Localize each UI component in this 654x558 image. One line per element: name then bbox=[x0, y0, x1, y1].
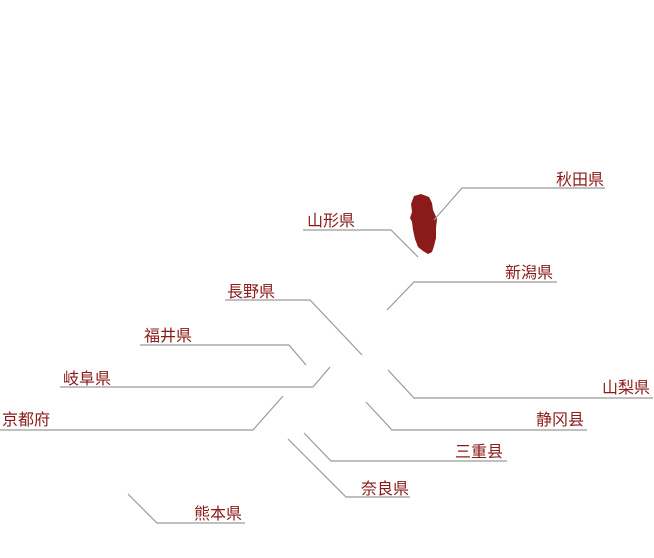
label-gifu[interactable]: 岐阜県 bbox=[63, 369, 111, 388]
leader-shizuoka bbox=[365, 401, 587, 431]
leader-niigata bbox=[386, 281, 557, 311]
leader-akita bbox=[433, 187, 605, 221]
label-nagano[interactable]: 長野県 bbox=[227, 282, 275, 301]
label-kumamoto[interactable]: 熊本県 bbox=[194, 504, 242, 523]
label-mie[interactable]: 三重县 bbox=[455, 442, 503, 461]
leader-nara bbox=[287, 438, 410, 498]
label-akita[interactable]: 秋田県 bbox=[556, 170, 604, 189]
leader-gifu bbox=[60, 366, 331, 388]
label-shizuoka[interactable]: 静冈县 bbox=[536, 410, 584, 429]
leader-kumamoto bbox=[127, 493, 245, 524]
label-kyoto[interactable]: 京都府 bbox=[2, 410, 50, 429]
leader-nagano bbox=[225, 299, 363, 356]
leader-yamagata bbox=[303, 229, 419, 258]
label-niigata[interactable]: 新潟県 bbox=[505, 263, 553, 282]
label-nara[interactable]: 奈良県 bbox=[361, 479, 409, 498]
label-yamanashi[interactable]: 山梨県 bbox=[602, 378, 650, 397]
label-fukui[interactable]: 福井県 bbox=[144, 326, 192, 345]
akita-prefecture-shape[interactable] bbox=[410, 194, 437, 254]
label-yamagata[interactable]: 山形県 bbox=[307, 211, 355, 230]
leader-fukui bbox=[140, 344, 307, 366]
leader-yamanashi bbox=[387, 369, 653, 399]
leader-kyoto bbox=[0, 395, 284, 431]
leader-mie bbox=[303, 432, 507, 462]
